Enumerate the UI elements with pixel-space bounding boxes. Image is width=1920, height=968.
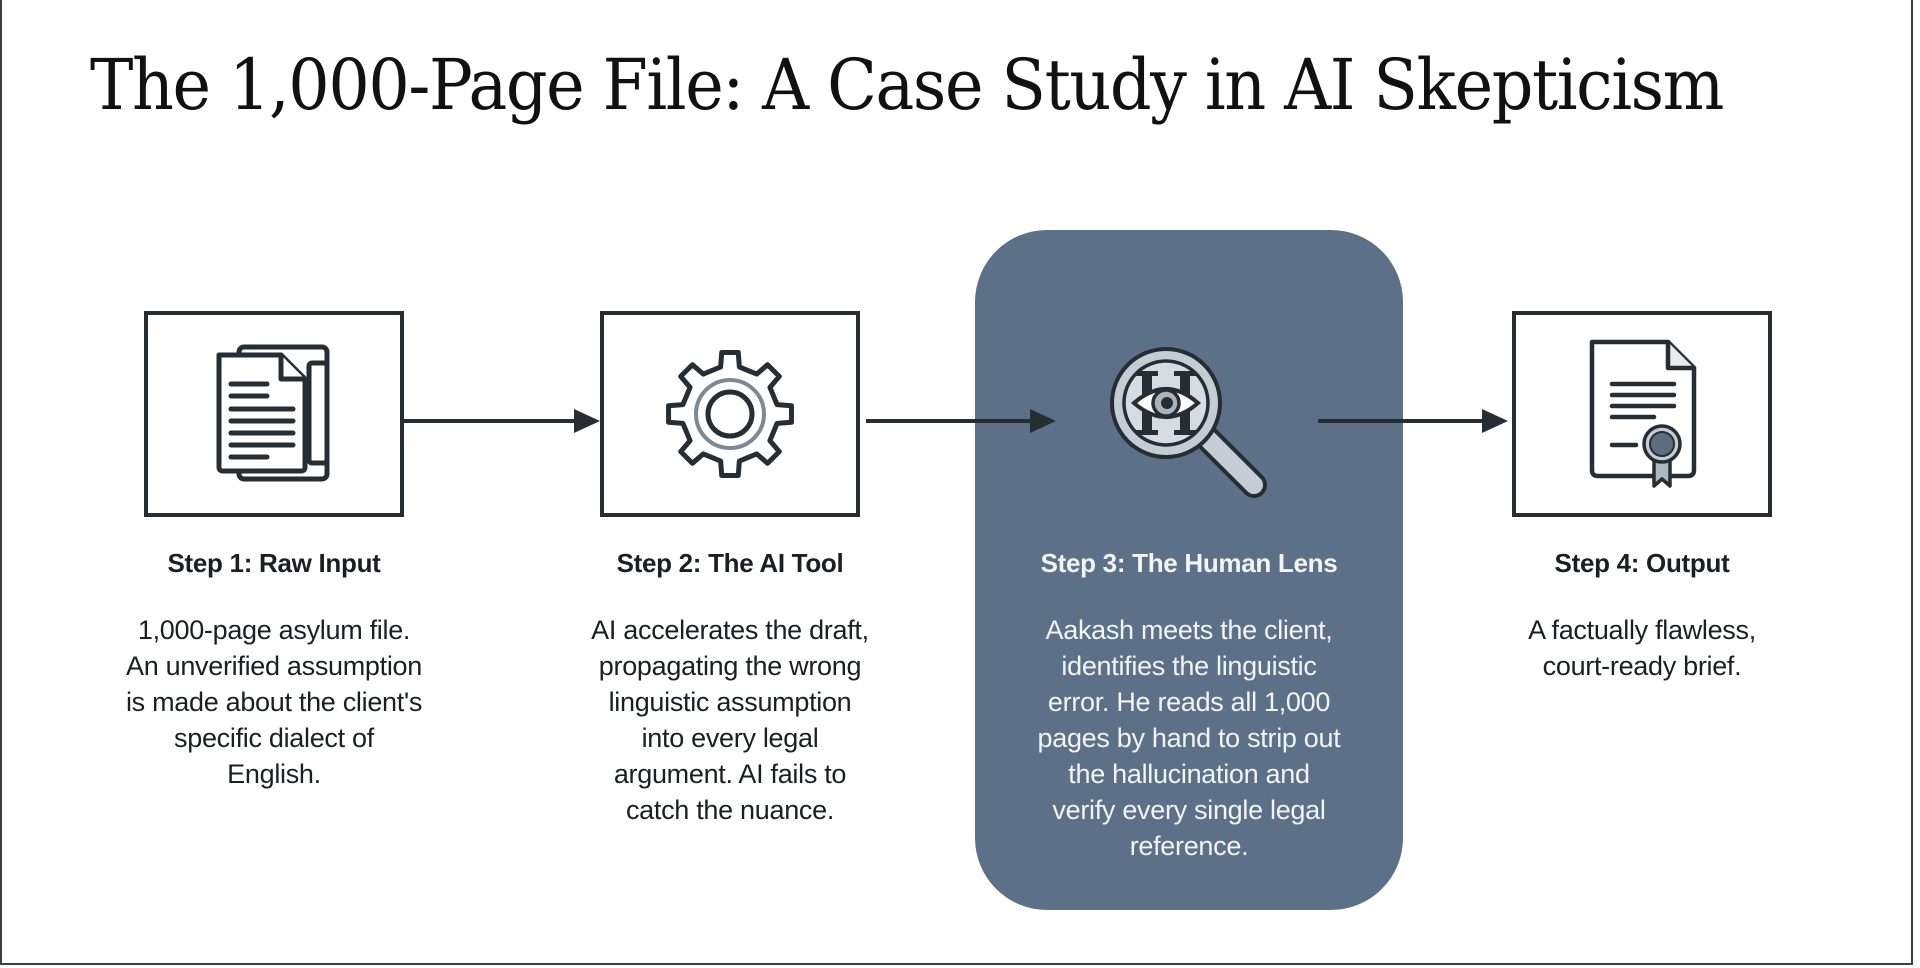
page-title: The 1,000-Page File: A Case Study in AI … [90,44,1724,126]
description-line: reference. [1129,831,1249,861]
description-line: court-ready brief. [1542,651,1742,681]
arrow-step-2-to-3 [866,409,1056,433]
description-line: An unverified assumption [126,651,422,681]
description-line: English. [227,759,321,789]
document-stack-icon [216,344,330,482]
description-line: catch the nuance. [625,795,835,825]
step-3-highlight-panel [975,230,1403,910]
step-1-description: 1,000-page asylum file. An unverified as… [84,612,464,792]
description-line: argument. AI fails to [613,759,847,789]
description-line: error. He reads all 1,000 [1047,687,1331,717]
description-line: A factually flawless, [1528,615,1756,645]
description-line: specific dialect of [174,723,374,753]
description-line: AI accelerates the draft, [591,615,869,645]
description-line: Aakash meets the client, [1045,615,1333,645]
step-3-title: Step 3: The Human Lens [1040,548,1338,578]
step-4-box [1512,311,1772,517]
description-line: identifies the linguistic [1061,651,1317,681]
magnifier-eye-icon [1110,347,1267,498]
arrow-step-1-to-2 [404,409,600,433]
description-line: is made about the client's [125,687,423,717]
description-line: propagating the wrong [598,651,862,681]
step-2-box [600,311,860,517]
description-line: pages by hand to strip out [1037,723,1341,753]
description-line: linguistic assumption [608,687,852,717]
description-line: the hallucination and [1068,759,1310,789]
step-3-description: Aakash meets the client, identifies the … [975,612,1403,864]
description-line: 1,000-page asylum file. [137,615,411,645]
step-2-description: AI accelerates the draft, propagating th… [550,612,910,828]
certified-document-icon [1589,339,1697,488]
step-1-title: Step 1: Raw Input [167,548,381,578]
description-line: into every legal [641,723,819,753]
step-4-title: Step 4: Output [1554,548,1730,578]
step-2-title: Step 2: The AI Tool [616,548,844,578]
arrow-step-3-to-4 [1318,409,1508,433]
description-line: verify every single legal [1052,795,1326,825]
gear-icon [666,350,794,478]
step-1-box [144,311,404,517]
step-4-description: A factually flawless, court-ready brief. [1462,612,1822,684]
